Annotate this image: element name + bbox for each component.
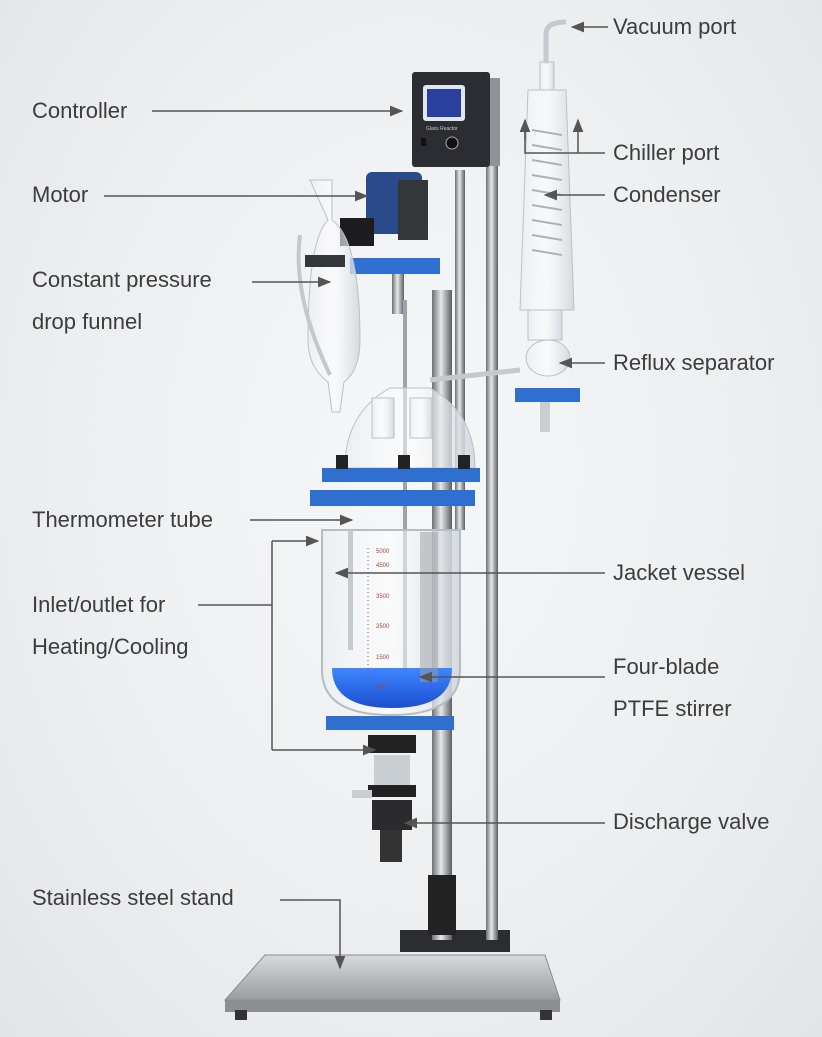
stainless-steel-stand <box>223 160 561 1020</box>
graduation-scale: 5000 4500 3500 2500 1500 500 <box>367 548 390 700</box>
label-stand: Stainless steel stand <box>32 885 234 910</box>
constant-pressure-drop-funnel <box>296 179 361 413</box>
vessel-lid <box>310 387 480 506</box>
graduation-label: 5000 <box>376 549 390 555</box>
label-condenser: Condenser <box>613 182 721 207</box>
graduation-label: 4500 <box>376 563 390 569</box>
graduation-label: 1500 <box>376 655 390 661</box>
graduation-label: 2500 <box>376 624 390 630</box>
condenser <box>429 19 580 432</box>
label-inlet-outlet-line1: Inlet/outlet for <box>32 592 166 617</box>
label-inlet-outlet: Inlet/outlet for Heating/Cooling <box>32 584 189 668</box>
label-controller: Controller <box>32 98 128 123</box>
label-discharge-valve: Discharge valve <box>613 809 770 834</box>
label-jacket-vessel: Jacket vessel <box>613 560 746 585</box>
leader-lines <box>104 21 608 970</box>
label-chiller-port: Chiller port <box>613 140 720 165</box>
label-reflux-separator: Reflux separator <box>613 350 775 375</box>
graduation-label: 500 <box>376 685 387 691</box>
controller-unit: Glass Reactor <box>412 72 500 167</box>
controller-brand-text: Glass Reactor <box>426 126 458 132</box>
label-motor: Motor <box>32 182 89 207</box>
stand-pointer <box>280 899 346 970</box>
label-stirrer-line1: Four-blade <box>613 654 720 679</box>
label-stirrer-line2: PTFE stirrer <box>613 696 732 721</box>
label-drop-funnel: Constant pressure drop funnel <box>32 259 212 343</box>
label-drop-funnel-line2: drop funnel <box>32 309 143 334</box>
jacket-vessel: 5000 4500 3500 2500 1500 500 <box>321 529 461 730</box>
label-vacuum-port: Vacuum port <box>613 14 737 39</box>
discharge-valve <box>352 735 416 862</box>
label-inlet-outlet-line2: Heating/Cooling <box>32 634 189 659</box>
graduation-label: 3500 <box>376 594 390 600</box>
label-thermometer-tube: Thermometer tube <box>32 507 213 532</box>
label-stirrer: Four-blade PTFE stirrer <box>613 646 732 730</box>
label-drop-funnel-line1: Constant pressure <box>32 267 212 292</box>
